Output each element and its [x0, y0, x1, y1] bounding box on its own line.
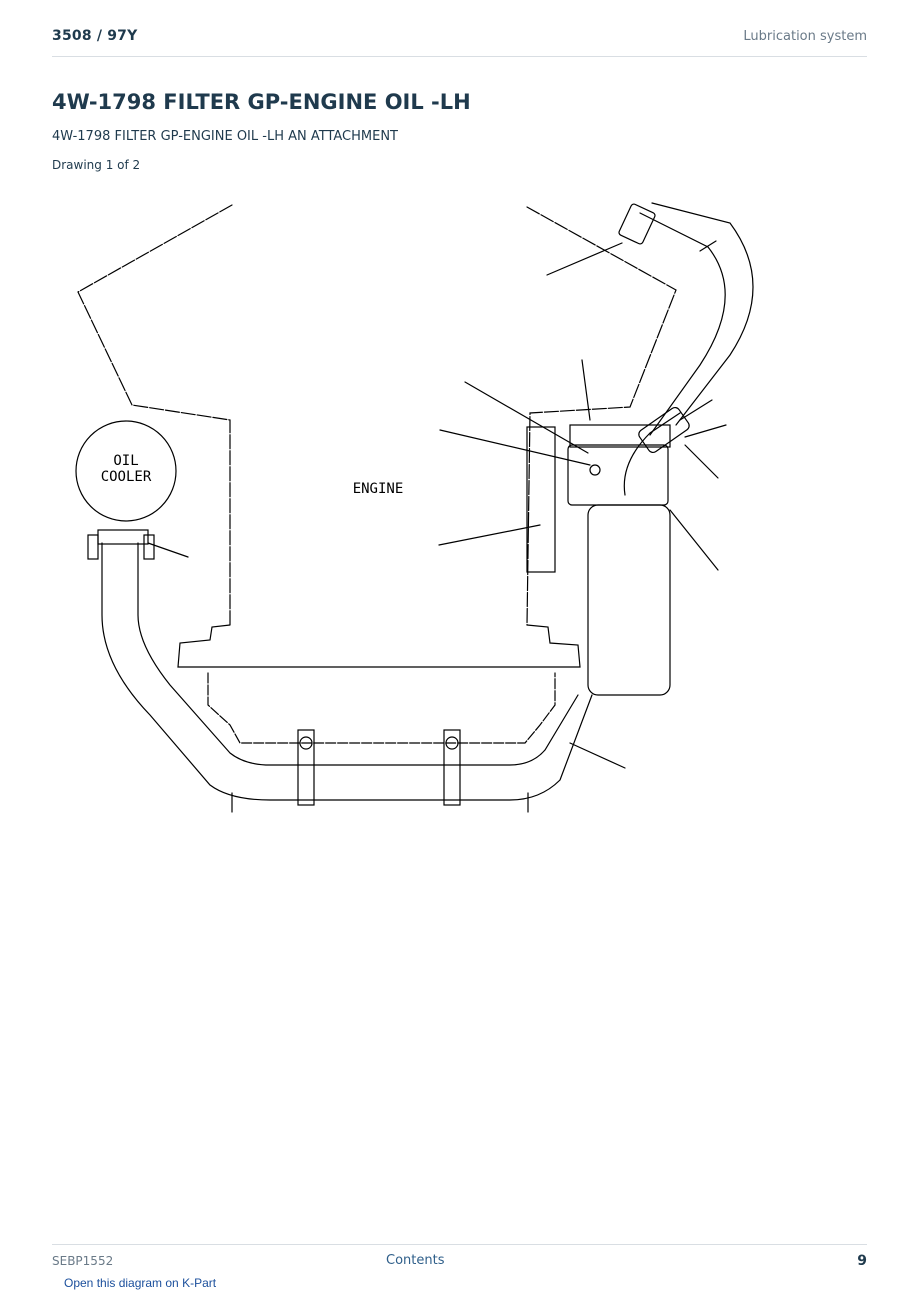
parts-diagram[interactable]: OIL COOLER ENGINE	[40, 195, 860, 825]
oil-cooler-label-1: OIL	[113, 453, 138, 469]
engine-outline	[77, 204, 677, 813]
left-oil-tube	[87, 529, 593, 801]
contents-link[interactable]: Contents	[386, 1253, 445, 1268]
document-id: SEBP1552	[52, 1254, 114, 1268]
oil-filter-assembly	[526, 202, 754, 696]
page-number: 9	[857, 1253, 867, 1269]
open-kpart-link[interactable]: Open this diagram on K-Part	[64, 1276, 217, 1290]
engine-label: ENGINE	[353, 481, 404, 497]
model-label: 3508 / 97Y	[52, 28, 138, 44]
oil-cooler-label-2: COOLER	[101, 469, 152, 485]
leader-lines	[438, 240, 727, 769]
page-subtitle: 4W-1798 FILTER GP-ENGINE OIL -LH AN ATTA…	[52, 129, 398, 144]
page-footer: SEBP1552 Contents 9	[52, 1244, 867, 1275]
page-header: 3508 / 97Y Lubrication system	[52, 28, 867, 57]
drawing-count-label: Drawing 1 of 2	[52, 158, 141, 172]
section-label: Lubrication system	[743, 29, 867, 44]
oil-cooler: OIL COOLER	[75, 420, 177, 522]
tube-clamps	[297, 729, 461, 806]
page-title: 4W-1798 FILTER GP-ENGINE OIL -LH	[52, 90, 471, 114]
